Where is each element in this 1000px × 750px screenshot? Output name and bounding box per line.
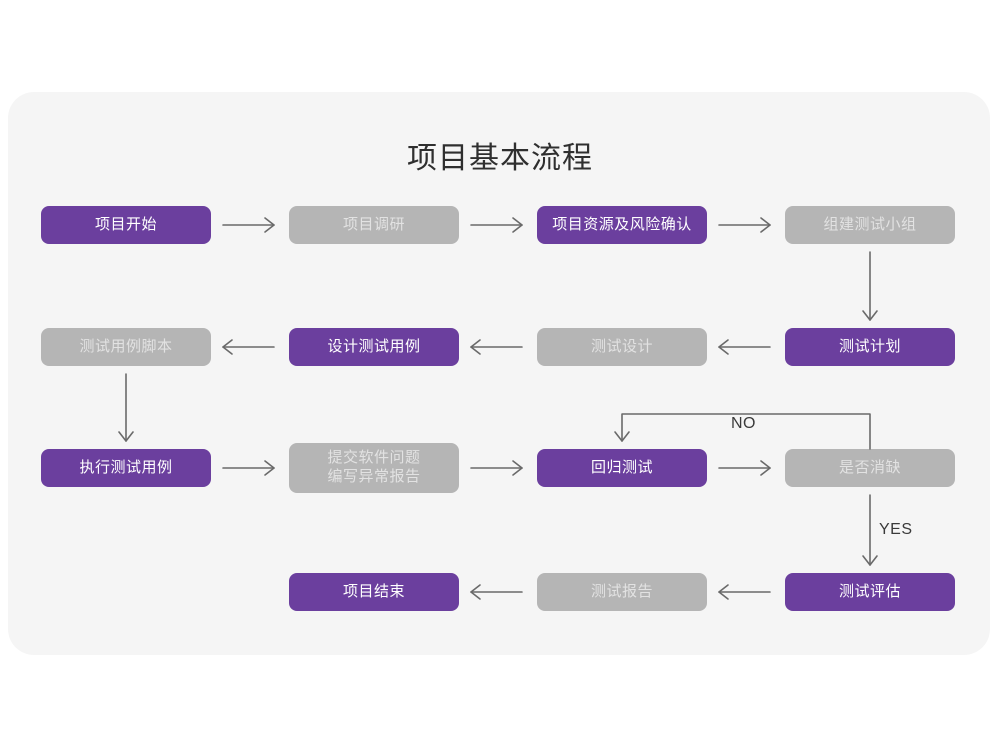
- node-test-case-script[interactable]: 测试用例脚本: [41, 328, 211, 366]
- node-design-test-case[interactable]: 设计测试用例: [289, 328, 459, 366]
- node-project-start[interactable]: 项目开始: [41, 206, 211, 244]
- edge-label-yes: YES: [879, 521, 913, 538]
- node-execute-test-case[interactable]: 执行测试用例: [41, 449, 211, 487]
- node-test-plan[interactable]: 测试计划: [785, 328, 955, 366]
- node-defect-resolved[interactable]: 是否消缺: [785, 449, 955, 487]
- flowchart-card: [8, 92, 990, 655]
- node-resource-risk-confirm[interactable]: 项目资源及风险确认: [537, 206, 707, 244]
- node-test-design[interactable]: 测试设计: [537, 328, 707, 366]
- node-regression-test[interactable]: 回归测试: [537, 449, 707, 487]
- node-test-report[interactable]: 测试报告: [537, 573, 707, 611]
- node-project-research[interactable]: 项目调研: [289, 206, 459, 244]
- page-title: 项目基本流程: [407, 142, 593, 175]
- node-build-test-team[interactable]: 组建测试小组: [785, 206, 955, 244]
- node-project-end[interactable]: 项目结束: [289, 573, 459, 611]
- node-submit-defect-report[interactable]: 提交软件问题 编写异常报告: [289, 443, 459, 493]
- node-test-evaluation[interactable]: 测试评估: [785, 573, 955, 611]
- edge-label-no: NO: [731, 415, 756, 432]
